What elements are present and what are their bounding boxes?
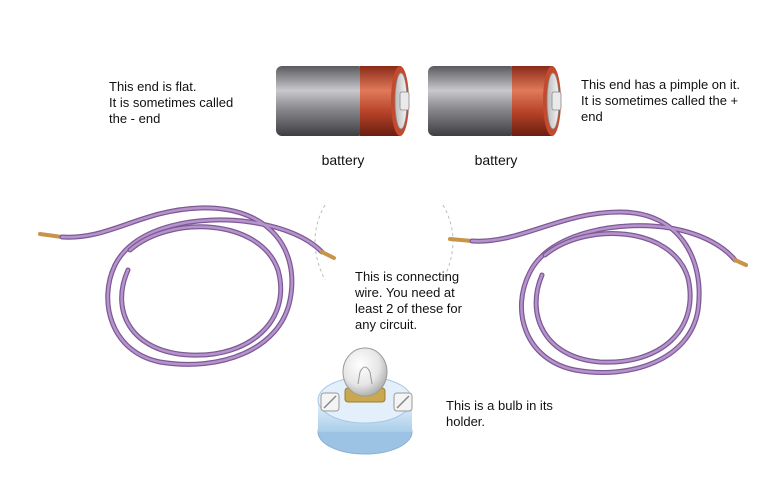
wire-note: This is connecting wire. You need at lea… bbox=[355, 269, 490, 333]
battery-1-positive-terminal bbox=[399, 91, 410, 111]
flat-end-note-line: This end is flat. bbox=[109, 79, 197, 94]
flat-end-note: This end is flat. It is sometimes called… bbox=[109, 79, 269, 127]
wire-bracket-left bbox=[314, 204, 326, 281]
wire-note-line: least 2 of these for bbox=[355, 301, 462, 316]
flat-end-note-line: the - end bbox=[109, 111, 161, 126]
bulb-note-line: This is a bulb in its bbox=[446, 398, 553, 413]
battery-2-positive-terminal bbox=[551, 91, 562, 111]
bulb-in-holder bbox=[317, 347, 413, 455]
wire-note-line: any circuit. bbox=[355, 317, 418, 332]
bulb-note-line: holder. bbox=[446, 414, 486, 429]
bulb-note: This is a bulb in its holder. bbox=[446, 398, 566, 430]
pimple-end-note-line: end bbox=[581, 109, 603, 124]
connecting-wire-1 bbox=[38, 205, 336, 367]
wire-note-line: wire. You need at bbox=[355, 285, 455, 300]
battery-2 bbox=[428, 66, 562, 136]
flat-end-note-line: It is sometimes called bbox=[109, 95, 234, 110]
connecting-wire-2 bbox=[448, 209, 748, 375]
battery-1-label: battery bbox=[321, 152, 365, 168]
bulb-glass bbox=[342, 347, 388, 397]
pimple-end-note-line: This end has a pimple on it. bbox=[581, 77, 740, 92]
battery-1 bbox=[276, 66, 410, 136]
wire-note-line: This is connecting bbox=[355, 269, 460, 284]
battery-2-label: battery bbox=[474, 152, 518, 168]
pimple-end-note: This end has a pimple on it. It is somet… bbox=[581, 77, 766, 125]
pimple-end-note-line: It is sometimes called the + bbox=[581, 93, 739, 108]
